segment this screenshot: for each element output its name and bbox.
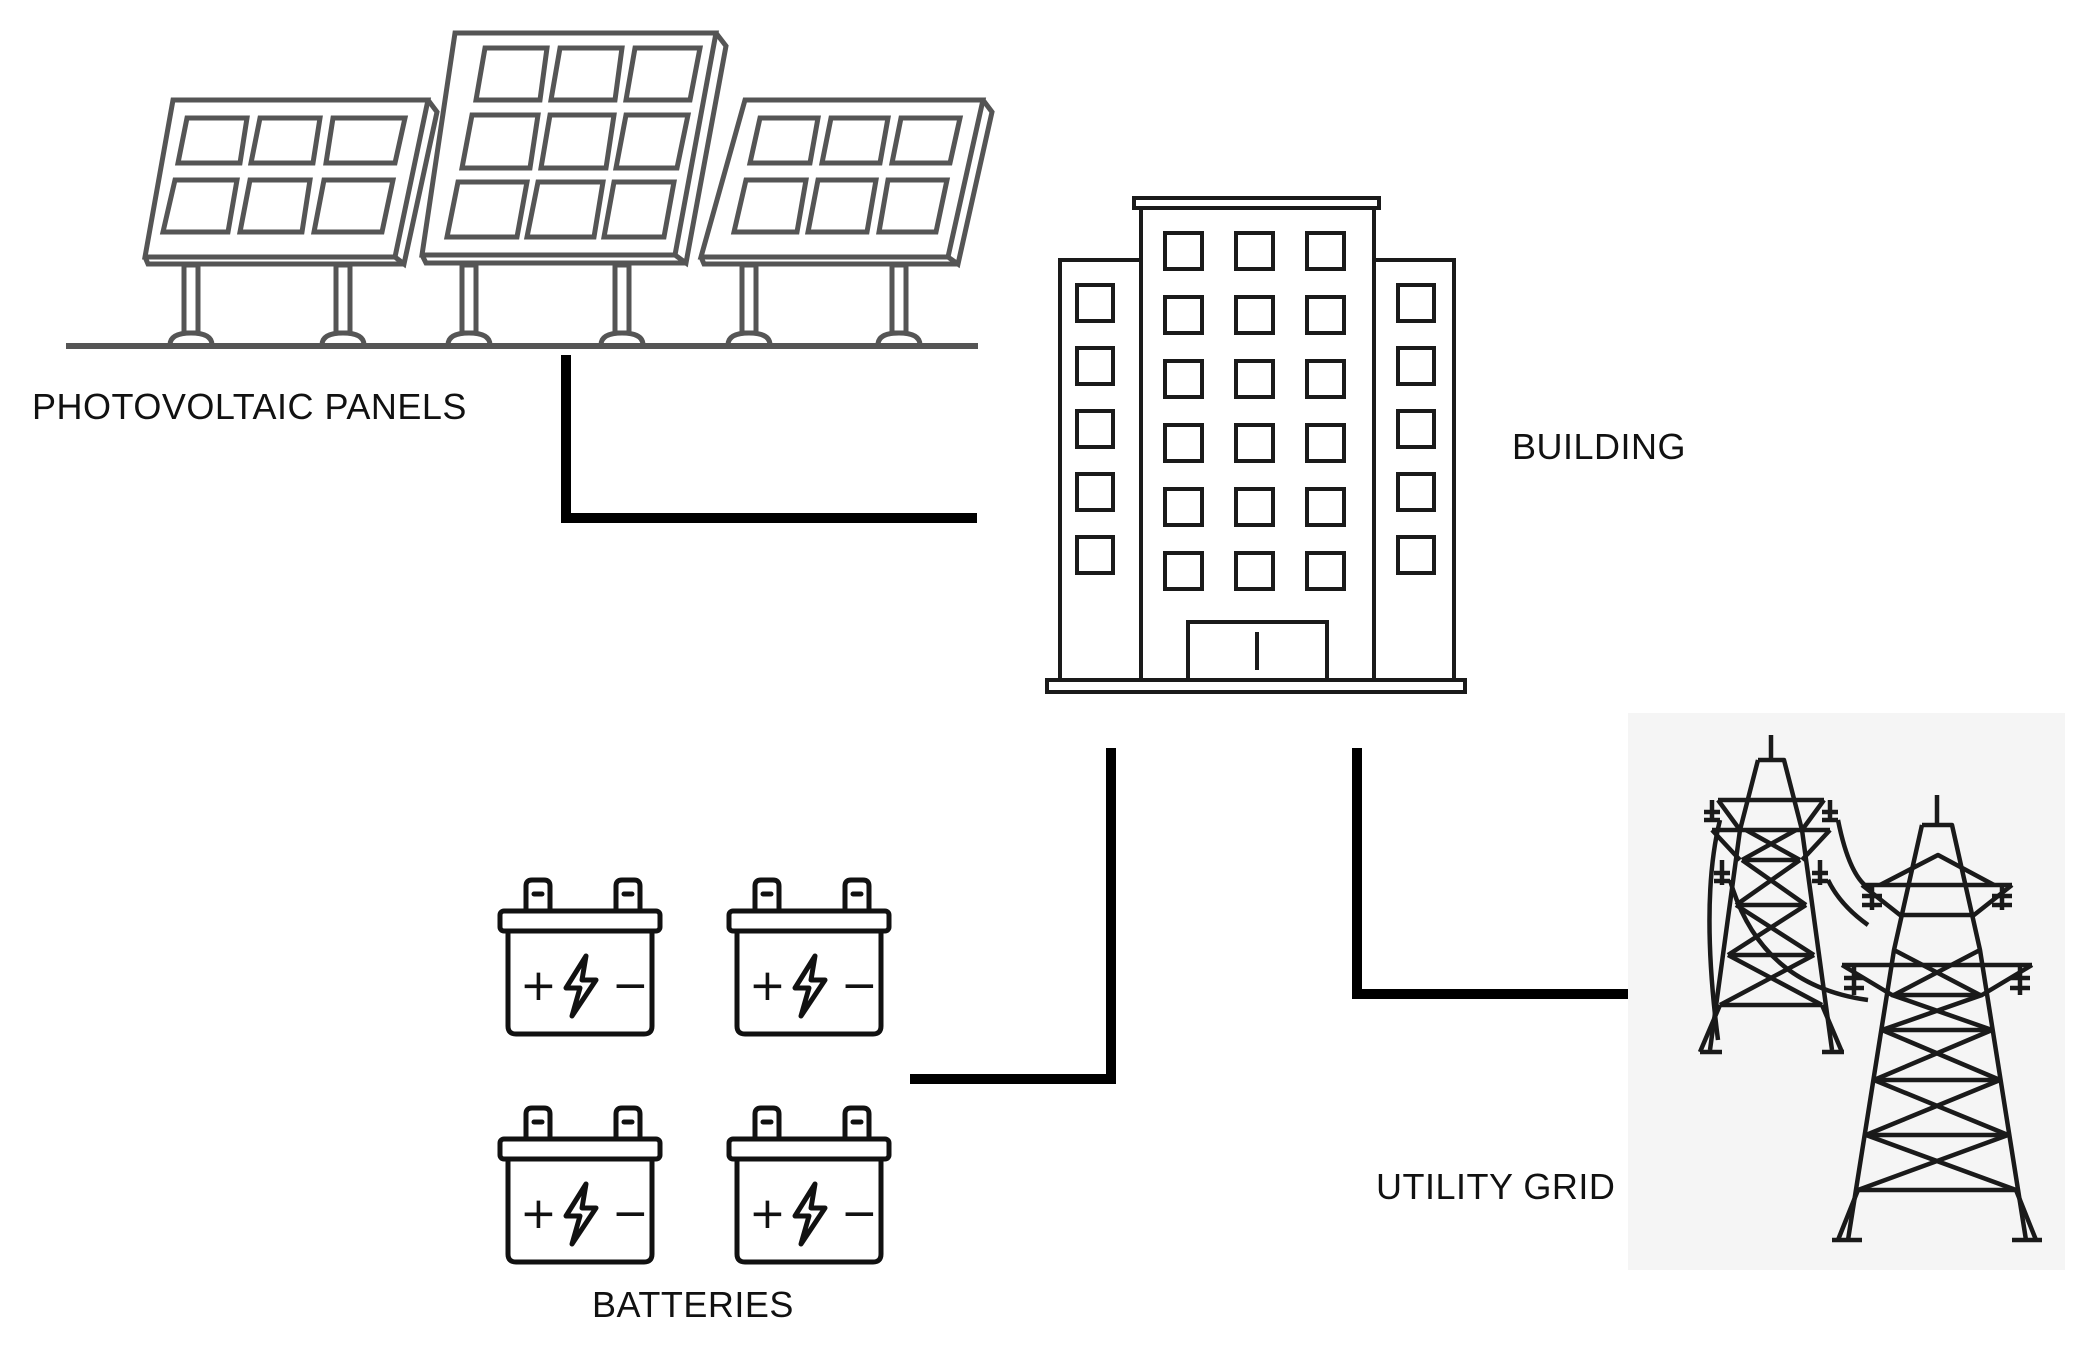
solar-panel-icon [697,97,995,346]
battery-plus-symbol: + [749,1188,786,1239]
building-window [1234,487,1275,527]
tower-front [1832,795,2042,1243]
building-window [1305,359,1346,399]
power-tower-icon [1697,735,2042,1243]
building-window [1396,472,1436,512]
building-window [1305,487,1346,527]
building-window [1234,423,1275,463]
building-window [1396,535,1436,575]
building-window [1305,231,1346,271]
building-label: BUILDING [1512,426,1687,467]
building-window [1234,231,1275,271]
connection-lines [561,355,1628,1084]
building-window [1075,283,1115,323]
battery-minus-symbol: − [841,1188,878,1239]
battery-minus-symbol: − [612,1188,649,1239]
battery-plus-symbol: + [749,960,786,1011]
battery-icon: +− [497,877,663,1037]
battery-minus-symbol: − [612,960,649,1011]
building-window [1075,535,1115,575]
building-window [1305,551,1346,591]
solar-panels-group [66,30,995,349]
photovoltaic-panels-label: PHOTOVOLTAIC PANELS [32,386,467,427]
building-window [1234,295,1275,335]
battery-icon: +− [726,877,892,1037]
building-window [1234,551,1275,591]
building-window [1163,231,1204,271]
building-window [1163,359,1204,399]
grid-background [1628,713,2065,1270]
building-window [1163,423,1204,463]
pv-to-building-line [561,355,977,523]
building-window [1163,487,1204,527]
battery-minus-symbol: − [841,960,878,1011]
battery-icon: +− [497,1105,663,1265]
building-windows [1075,231,1436,591]
battery-icon: +− [726,1105,892,1265]
building-window [1305,295,1346,335]
battery-plus-symbol: + [520,1188,557,1239]
batteries-label: BATTERIES [592,1284,794,1325]
solar-panel-icon [142,97,440,346]
building-window [1075,472,1115,512]
building-to-batteries-line [910,748,1116,1084]
building-to-grid-line [1352,748,1628,999]
utility-grid-label: UTILITY GRID [1376,1166,1616,1207]
building-window [1163,295,1204,335]
building-window [1075,409,1115,449]
building-window [1305,423,1346,463]
building-window [1163,551,1204,591]
building-window [1075,346,1115,386]
battery-plus-symbol: + [520,960,557,1011]
solar-panel-icon [419,30,729,346]
building-window [1396,409,1436,449]
building-window [1234,359,1275,399]
batteries-group: +−+−+−+− [497,877,892,1265]
building-icon [1045,196,1467,694]
building-window [1396,346,1436,386]
building-window [1396,283,1436,323]
